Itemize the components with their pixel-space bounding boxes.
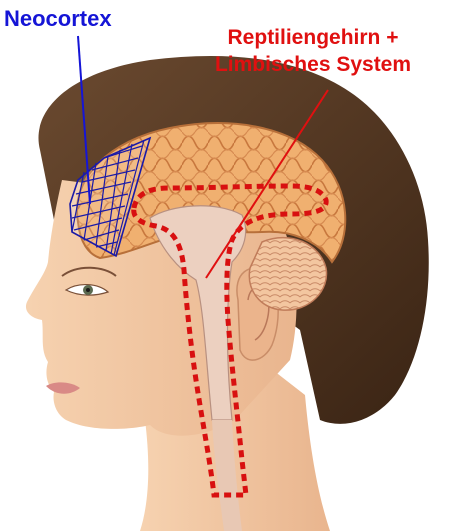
cerebellum [249, 238, 326, 311]
reptilian-label-line2: Limbisches System [215, 53, 411, 76]
neocortex-label: Neocortex [4, 6, 112, 31]
reptilian-label-line1: Reptiliengehirn + [228, 26, 399, 49]
